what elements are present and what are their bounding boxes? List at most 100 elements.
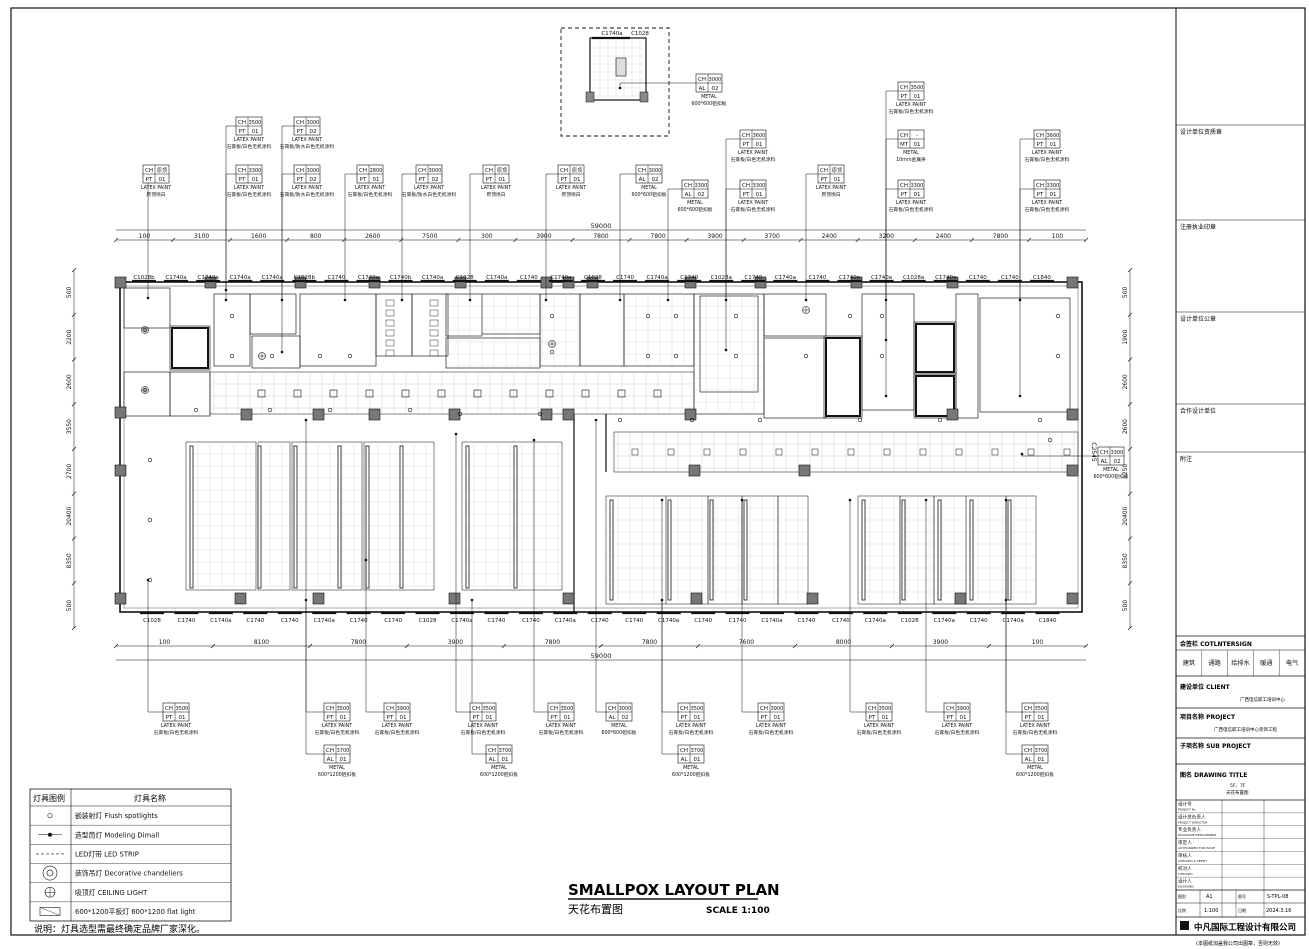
corridor-panel-light (365, 389, 374, 398)
spotlight-symbol (847, 313, 853, 319)
tb-number-label: 图号 (1238, 893, 1246, 899)
callout-ch: CH (1036, 183, 1044, 189)
title-block: 设计单位资质章 注册执业印章 设计单位公章 合作设计单位 附注 会签栏 COTL… (1176, 124, 1305, 947)
room-partition (955, 293, 979, 419)
flat-light-strip (399, 445, 404, 589)
callout-height: 3600 (1047, 133, 1060, 139)
spotlight-symbol (1055, 353, 1061, 359)
callout-type: LATEX PAINT (756, 723, 786, 729)
callout-material: PT (387, 715, 394, 721)
column (946, 276, 959, 289)
dimension-label: 1600 (251, 233, 266, 240)
corridor-panel-light (811, 448, 819, 456)
corridor-panel-light (703, 448, 711, 456)
tb-countersign: 会签栏 COTLNTERSIGN (1180, 640, 1252, 648)
window-tag-top: C1740 (327, 275, 345, 281)
callout-material-no: 01 (252, 177, 259, 183)
leader-dot (1020, 452, 1024, 456)
callout-type: METAL (611, 723, 627, 729)
dimension-tick (71, 491, 77, 496)
dimension-tick (456, 237, 461, 243)
tb-coop-unit: 合作设计单位 (1180, 407, 1216, 415)
dimension-tick (695, 643, 701, 649)
dimension-tick (1127, 491, 1133, 496)
dimension-tick (986, 643, 992, 649)
callout-desc: 石膏板/防水白色无机涂料 (280, 143, 335, 150)
dimension-tick (284, 237, 290, 243)
dimension-tick (1127, 536, 1133, 541)
leader-dot (304, 418, 308, 422)
callout-leader (225, 173, 236, 300)
room-partition (299, 293, 377, 367)
dimension-tick (71, 446, 77, 452)
callout-type: METAL (1103, 467, 1119, 473)
window-tag-top: C1740a (935, 275, 956, 281)
tb-project-label: 项目名称 PROJECT (1180, 713, 1236, 721)
callout-leader (305, 600, 324, 755)
leader-dot (618, 86, 622, 90)
dimension-tick (1127, 312, 1133, 317)
ceiling-light-symbol (141, 326, 149, 334)
flush-spotlight-symbol (47, 813, 53, 819)
callout-ch: CH (1024, 748, 1032, 754)
flat-light-strip (667, 499, 672, 601)
callout-leader (365, 560, 384, 713)
window-tag-top: C1740a (871, 275, 892, 281)
window-tag-bottom: C1740 (970, 618, 988, 624)
toilet-cubicle (429, 349, 439, 357)
callout-material: PT (821, 177, 828, 183)
spotlight-symbol (1047, 437, 1053, 443)
leader-dot (470, 598, 474, 602)
toilet-cubicle (385, 339, 395, 347)
room-partition (363, 441, 435, 591)
corridor-panel-light (545, 389, 554, 398)
callout-leader (885, 90, 898, 300)
spotlight-symbol (1037, 417, 1043, 423)
room-partition (249, 293, 297, 335)
callout-material: PT (1037, 142, 1044, 148)
inset-column (639, 91, 649, 103)
spotlight-symbol (857, 417, 863, 423)
callout-desc: 10mm金属条 (896, 156, 926, 163)
legend-item-name: 装饰吊灯 Decorative chandeliers (75, 869, 183, 878)
flat-light-strip (1007, 499, 1012, 601)
callout-leader (305, 420, 324, 713)
callout-height: 3000 (429, 168, 442, 174)
window-tag-bottom: C1740 (729, 618, 747, 624)
spotlight-symbol (407, 407, 413, 413)
tb-drawing-title-line2: 天花布置图 (1226, 789, 1249, 796)
leader-dot (224, 298, 228, 302)
callout-type: METAL (491, 765, 507, 771)
callout-material: AL (639, 177, 647, 183)
dimension-label: 3550 (66, 419, 73, 434)
callout-leader (667, 188, 682, 300)
callout-leader (885, 188, 898, 396)
spotlight-symbol (147, 517, 153, 523)
leader-dot (400, 298, 404, 302)
leader-dot (364, 558, 368, 562)
callout-leader (469, 173, 483, 300)
callout-type: LATEX PAINT (546, 723, 576, 729)
spotlight-symbol (733, 353, 739, 359)
callout-leader (344, 173, 357, 300)
callout-material-no: 01 (502, 757, 509, 763)
window-tag-top: C1740b (390, 275, 412, 281)
ceiling-light-symbol (258, 352, 266, 360)
spotlight-symbol (879, 313, 885, 319)
leader-dot (724, 348, 728, 352)
callout-desc: 石膏板/白色无机涂料 (731, 156, 776, 163)
column (448, 408, 461, 421)
callout-material-no: 01 (694, 757, 701, 763)
dimension-label: 2700 (66, 464, 73, 479)
dimension-label: 7800 (351, 639, 366, 646)
dimension-label: 800 (310, 233, 322, 240)
window-tag-bottom: C1740a (314, 618, 335, 624)
window-tag-bottom: C1740 (246, 618, 264, 624)
callout-height: - (916, 133, 918, 139)
callout-ch: CH (386, 706, 394, 712)
